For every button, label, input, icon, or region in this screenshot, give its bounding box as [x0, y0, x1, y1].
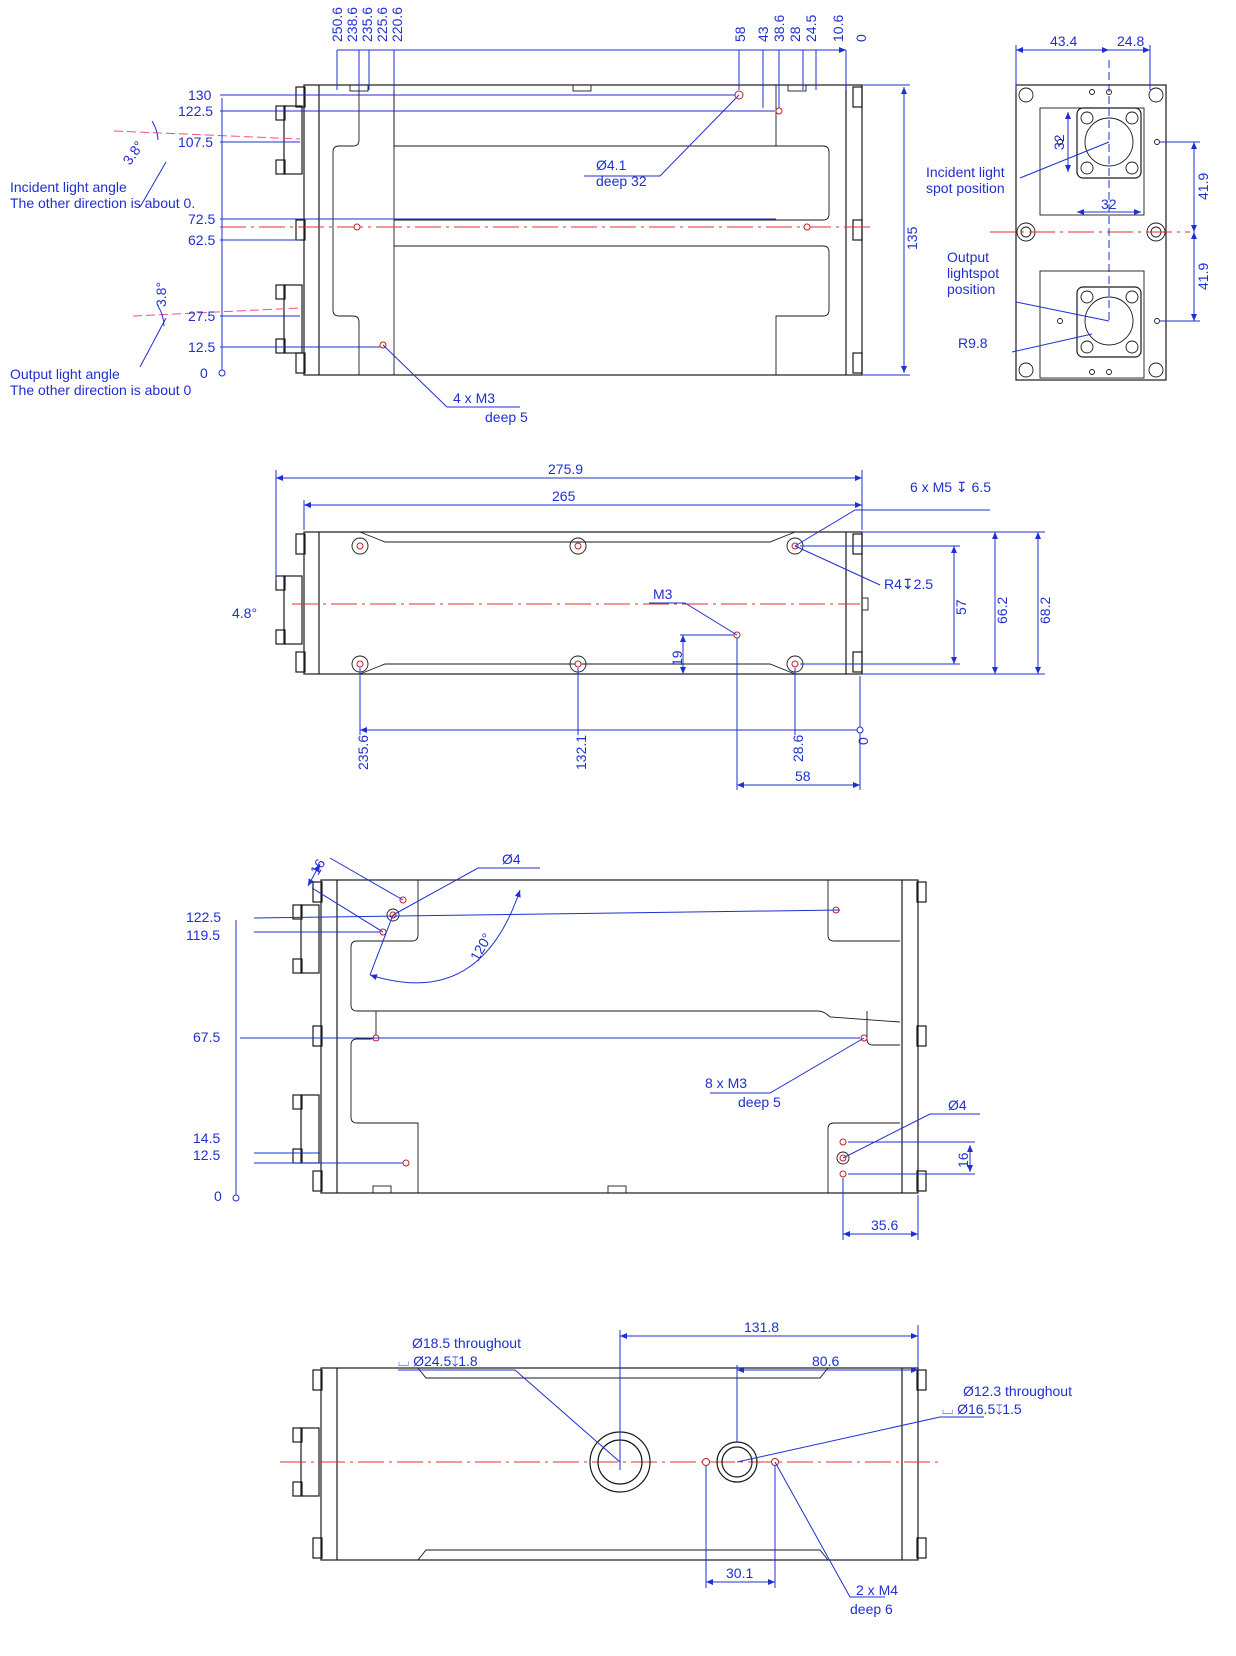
end-dim-label: 41.9 [1195, 173, 1211, 200]
dim-1318-label: 131.8 [744, 1319, 779, 1335]
output-spot-label: Output [947, 249, 989, 265]
incident-spot-label: Incident light [926, 164, 1005, 180]
bottom-dim-label: 132.1 [573, 735, 589, 770]
dim-682-label: 68.2 [1037, 597, 1053, 624]
dia4-label: Ø4 [502, 851, 521, 867]
bottom-view: 16 Ø4 120° 122.5 119.5 67.5 14.5 12.5 0 … [186, 851, 980, 1240]
dim-806-label: 80.6 [812, 1353, 839, 1369]
radius-label: R9.8 [958, 335, 988, 351]
left-dim-label: 0 [200, 365, 208, 381]
end-dim-label: 32 [1101, 196, 1117, 212]
thread-label: 4 x M3 [453, 390, 495, 406]
output-note: Output light angle [10, 366, 120, 382]
top-dim-label: 235.6 [359, 7, 375, 42]
dim-356-label: 35.6 [871, 1217, 898, 1233]
top-dim-label: 10.6 [830, 15, 846, 42]
left-dim-label: 14.5 [193, 1130, 220, 1146]
left-dim-label: 0 [214, 1188, 222, 1204]
output-spot-label: position [947, 281, 995, 297]
bottom-dim-label: 28.6 [790, 735, 806, 762]
top-dim-label: 58 [732, 26, 748, 42]
end-dim-label: 43.4 [1050, 33, 1077, 49]
dia4-bottom-label: Ø4 [948, 1097, 967, 1113]
output-angle-label: 3.8° [153, 282, 169, 307]
left-dim-label: 107.5 [178, 134, 213, 150]
screw-label: 6 x M5 ↧ 6.5 [910, 479, 991, 495]
dim-58-label: 58 [795, 768, 811, 784]
dim-16-label: 16 [307, 856, 329, 878]
left-dim-label: 130 [188, 87, 212, 103]
left-dim-label: 62.5 [188, 232, 215, 248]
bottom-dim-label: 0 [855, 737, 871, 745]
counterbore-label: R4↧2.5 [884, 576, 933, 592]
left-dim-label: 122.5 [178, 103, 213, 119]
side-view-body [303, 531, 863, 675]
small-hole-label: Ø12.3 throughout [963, 1383, 1072, 1399]
output-note: The other direction is about 0 [10, 382, 192, 398]
thread-label: 8 x M3 [705, 1075, 747, 1091]
left-dim-label: 12.5 [188, 339, 215, 355]
left-dim-label: 119.5 [186, 927, 220, 943]
left-dim-label: 122.5 [186, 909, 221, 925]
top-dim-label: 225.6 [374, 7, 390, 42]
dim-16b-label: 16 [955, 1152, 971, 1168]
overall-length-label: 275.9 [548, 461, 583, 477]
top-view-body [303, 84, 863, 376]
length-label: 265 [552, 488, 576, 504]
small-hole-label: ⌴ Ø16.5↧1.5 [942, 1401, 1022, 1417]
dim-662-label: 66.2 [994, 597, 1010, 624]
angle-label: 4.8° [232, 605, 257, 621]
hole-dia-label: Ø4.1 [596, 157, 627, 173]
side-view: 275.9 265 6 x M5 ↧ 6.5 R4↧2.5 4.8° M3 19… [232, 461, 1053, 790]
thread-depth-label: deep 5 [738, 1094, 781, 1110]
top-dim-label: 28 [787, 26, 803, 42]
output-spot-label: lightspot [947, 265, 999, 281]
incident-note: Incident light angle [10, 179, 127, 195]
thread-depth-label: deep 6 [850, 1601, 893, 1617]
top-dim-label: 238.6 [344, 7, 360, 42]
top-dim-label: 250.6 [329, 7, 345, 42]
top-dim-label: 43 [755, 26, 771, 42]
incident-angle-label: 3.8° [119, 138, 146, 168]
top-dim-label: 24.5 [803, 15, 819, 42]
top-dim-label: 0 [853, 34, 869, 42]
top-view: 250.6 238.6 235.6 225.6 220.6 58 43 38.6… [10, 7, 920, 425]
incident-note: The other direction is about 0. [10, 195, 195, 211]
incident-spot-label: spot position [926, 180, 1005, 196]
left-dim-label: 27.5 [188, 308, 215, 324]
left-dim-label: 67.5 [193, 1029, 220, 1045]
top-dim-label: 220.6 [389, 7, 405, 42]
dim-57-label: 57 [953, 599, 969, 615]
end-dim-label: 32 [1051, 134, 1067, 150]
thread-depth-label: deep 5 [485, 409, 528, 425]
left-dim-label: 12.5 [193, 1147, 220, 1163]
end-dim-label: 24.8 [1117, 33, 1144, 49]
m3-label: M3 [653, 586, 673, 602]
bottom-dim-label: 235.6 [355, 735, 371, 770]
hole-depth-label: deep 32 [596, 173, 647, 189]
left-dim-label: 72.5 [188, 211, 215, 227]
height-dim-label: 135 [904, 226, 920, 250]
dim-19-label: 19 [669, 650, 685, 666]
top-dim-label: 38.6 [771, 15, 787, 42]
face-view: Ø18.5 throughout ⌴ Ø24.5↧1.8 131.8 80.6 … [280, 1319, 1072, 1617]
end-dim-label: 41.9 [1195, 263, 1211, 290]
big-hole-label: Ø18.5 throughout [412, 1335, 521, 1351]
thread-label: 2 x M4 [856, 1582, 898, 1598]
big-hole-label: ⌴ Ø24.5↧1.8 [398, 1353, 478, 1369]
dim-301-label: 30.1 [726, 1565, 753, 1581]
end-view: 43.4 24.8 32 32 41.9 41.9 Incident light… [926, 33, 1211, 381]
